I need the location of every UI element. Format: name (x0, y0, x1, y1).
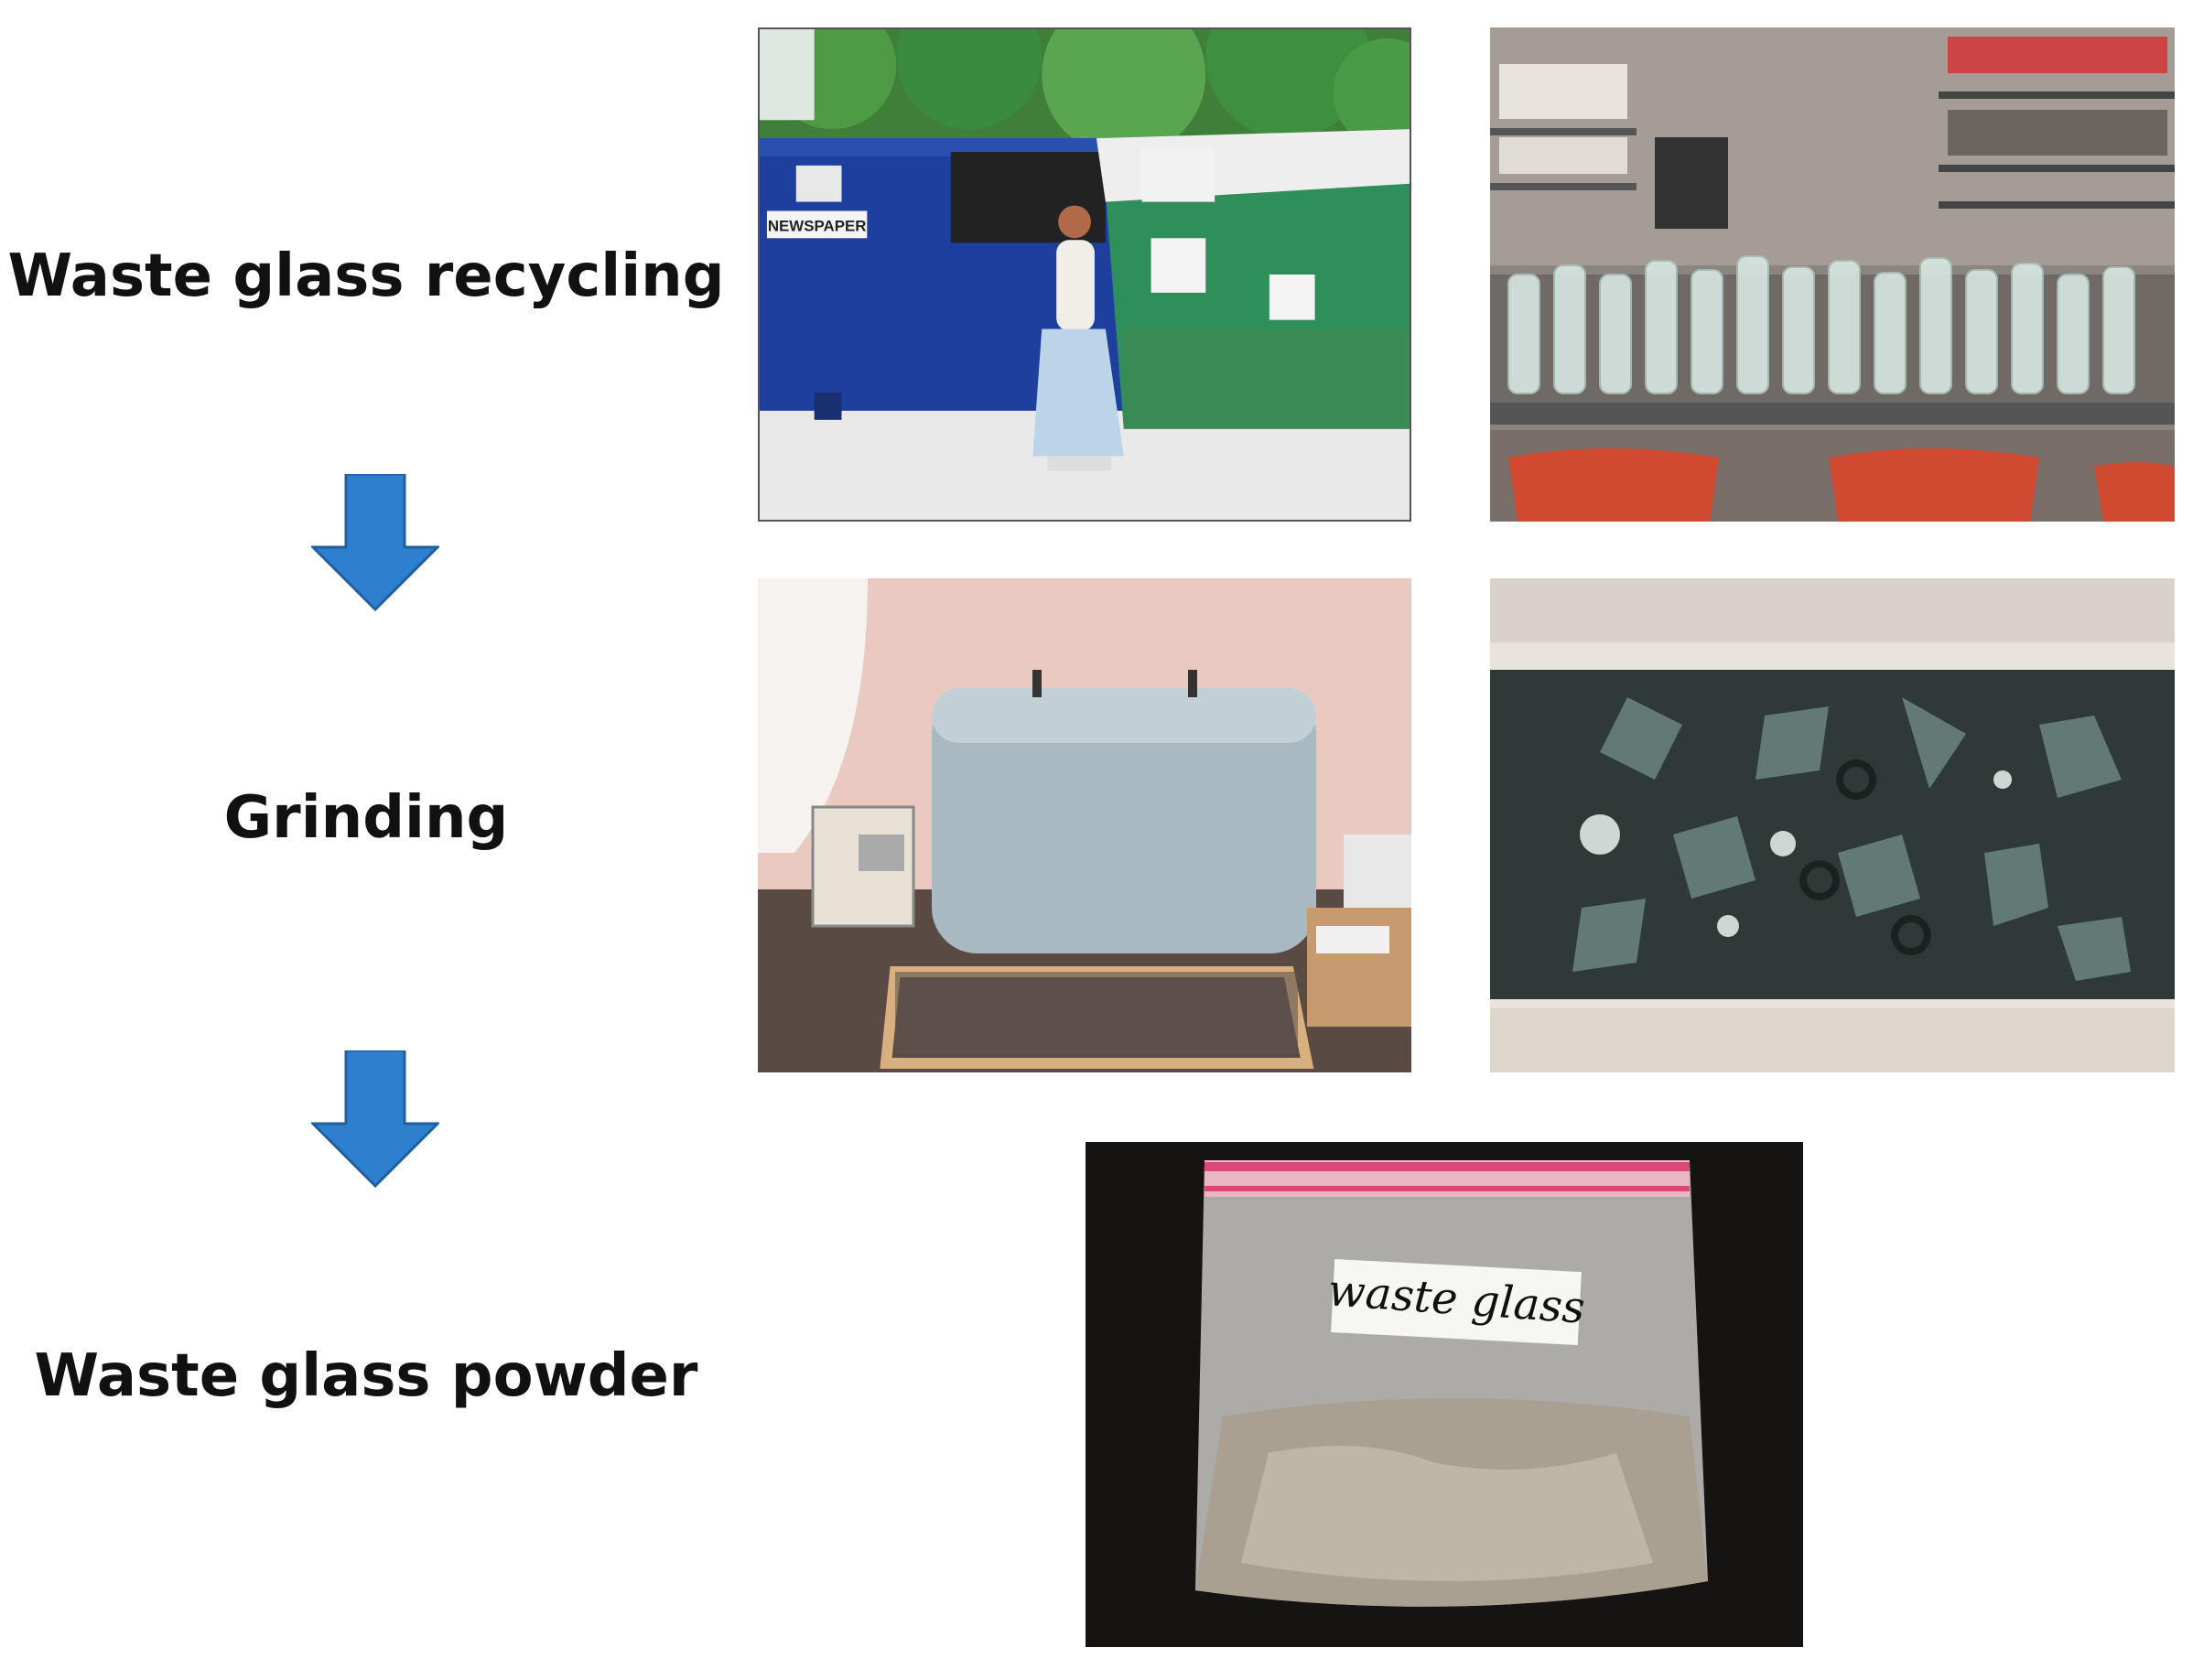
step-label-grinding: Grinding (223, 784, 509, 852)
down-arrow-icon (311, 474, 439, 611)
photo-ball-mill (758, 578, 1411, 1072)
photo-recycling-bins: NEWSPAPER (758, 27, 1411, 522)
step-label-powder: Waste glass powder (34, 1342, 698, 1410)
down-arrow-icon (311, 1050, 439, 1188)
photo-glass-bottles (1490, 27, 2175, 522)
photo-ground-glass (1490, 578, 2175, 1072)
step-label-recycling: Waste glass recycling (7, 242, 725, 310)
bin-sign-text: NEWSPAPER (768, 217, 867, 234)
photo-glass-powder-bag: waste glass (1086, 1142, 1803, 1647)
